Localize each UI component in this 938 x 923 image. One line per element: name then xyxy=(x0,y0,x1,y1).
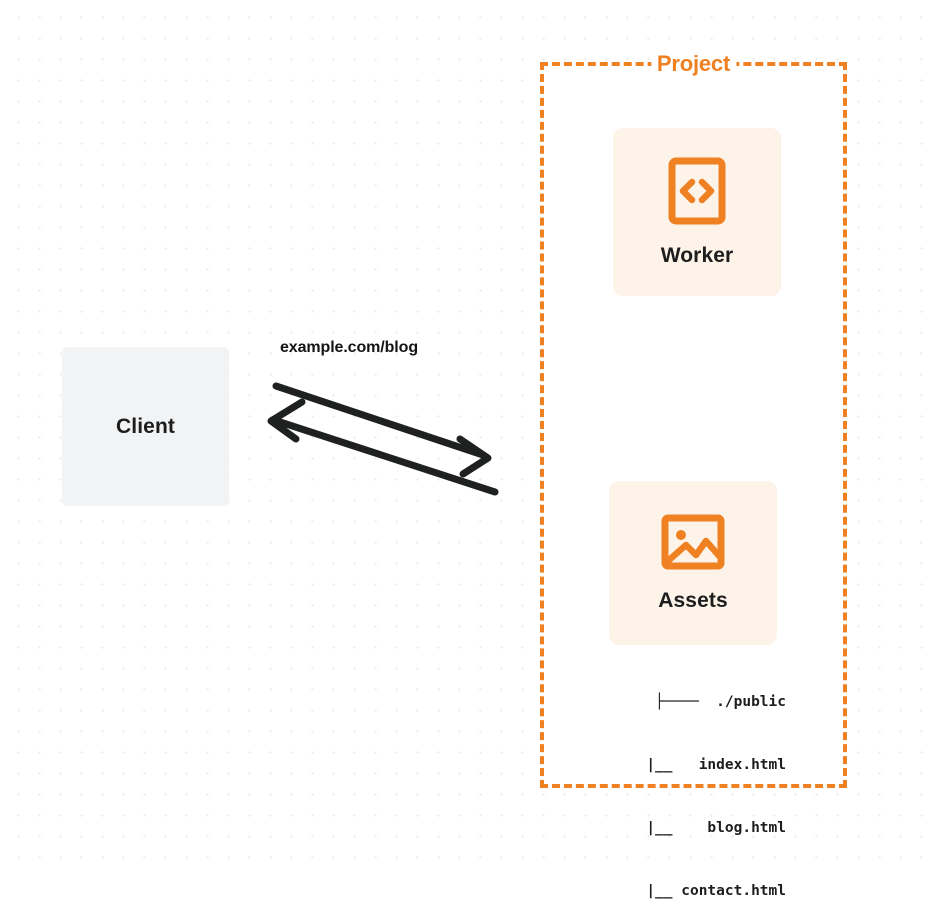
worker-node[interactable]: Worker xyxy=(613,128,781,296)
assets-node[interactable]: Assets xyxy=(609,481,777,645)
file-tree-row: |__ contact.html xyxy=(620,883,786,899)
worker-label: Worker xyxy=(660,244,734,267)
file-tree-row: |__ blog.html xyxy=(620,820,786,836)
client-node[interactable]: Client xyxy=(62,347,229,506)
project-label: Project xyxy=(650,51,737,77)
code-brackets-icon xyxy=(667,156,727,226)
assets-label: Assets xyxy=(658,589,728,612)
client-label: Client xyxy=(116,414,175,438)
image-icon xyxy=(660,513,726,571)
request-url-label: example.com/blog xyxy=(280,339,418,356)
file-tree-row: |__ index.html xyxy=(620,757,786,773)
file-tree-row: ├──── ./public xyxy=(655,694,786,710)
assets-file-tree: ├──── ./public |__ index.html |__ blog.h… xyxy=(586,650,786,923)
